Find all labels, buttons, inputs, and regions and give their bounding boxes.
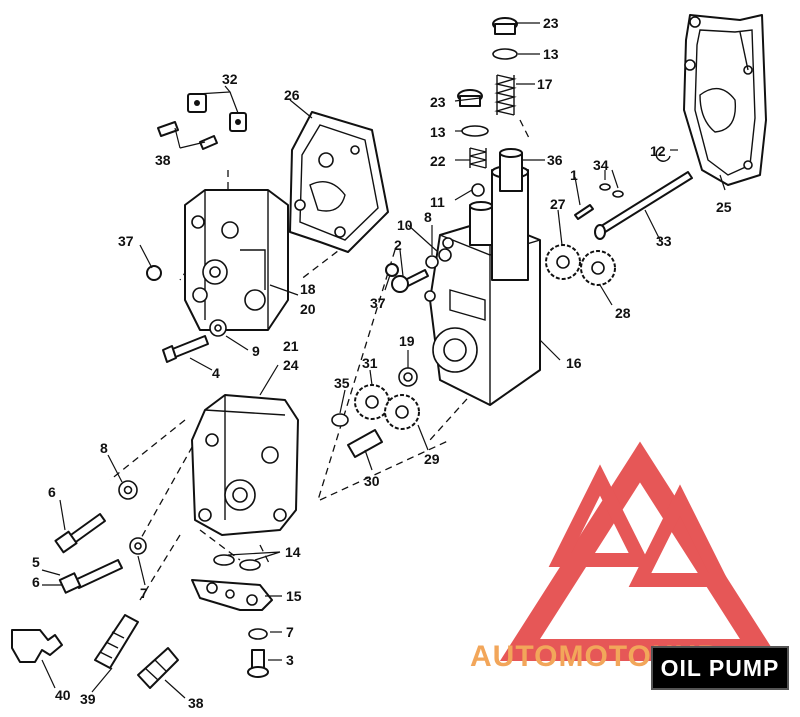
callout-1: 1 <box>570 167 578 183</box>
screw-2 <box>391 269 429 293</box>
screw-37a <box>385 263 399 277</box>
keys-34 <box>599 183 624 198</box>
callout-6b: 6 <box>32 574 40 590</box>
callout-13a: 13 <box>543 46 559 62</box>
callout-numbers: 23 13 17 23 13 22 36 12 34 1 27 25 33 11… <box>32 15 732 711</box>
callout-8b: 8 <box>100 440 108 456</box>
callout-13b: 13 <box>430 124 446 140</box>
callout-36: 36 <box>547 152 563 168</box>
callout-35: 35 <box>334 375 350 391</box>
o-rings-14 <box>213 554 261 571</box>
callout-27: 27 <box>550 196 566 212</box>
callout-22: 22 <box>430 153 446 169</box>
o-ring-13a <box>492 48 518 60</box>
o-ring-13b <box>461 125 489 137</box>
callout-34: 34 <box>593 157 609 173</box>
washer-7b <box>248 628 268 640</box>
callout-8a: 8 <box>424 209 432 225</box>
callout-40: 40 <box>55 687 71 703</box>
clip-12 <box>655 147 671 162</box>
screw-37b <box>146 265 162 281</box>
spring-17 <box>494 74 517 116</box>
key-1 <box>574 204 594 220</box>
ring-19 <box>398 367 418 387</box>
callout-19: 19 <box>399 333 415 349</box>
gasket-26 <box>289 111 389 253</box>
leader-lines <box>41 22 726 699</box>
fitting-32b <box>229 112 247 132</box>
gear-28 <box>580 250 616 286</box>
gear-29 <box>384 394 420 430</box>
washers-8-10 <box>425 248 452 269</box>
callout-39: 39 <box>80 691 96 707</box>
callout-25: 25 <box>716 199 732 215</box>
callout-2: 2 <box>394 237 402 253</box>
callout-38b: 38 <box>188 695 204 711</box>
callout-4: 4 <box>212 365 220 381</box>
callout-32: 32 <box>222 71 238 87</box>
callout-11: 11 <box>430 194 445 210</box>
callout-10: 10 <box>397 217 413 233</box>
callout-7a: 7 <box>140 585 148 601</box>
callout-26: 26 <box>284 87 300 103</box>
callout-37a: 37 <box>370 295 386 311</box>
callout-15: 15 <box>286 588 302 604</box>
callout-23a: 23 <box>543 15 559 31</box>
oil-pump-title-badge: OIL PUMP <box>651 646 789 690</box>
pump-cover-upper <box>184 189 289 331</box>
plug-23a <box>492 17 518 35</box>
ball-11 <box>471 183 485 197</box>
fitting-32a <box>187 93 207 113</box>
gear-31 <box>354 384 390 420</box>
bolt-6a <box>54 513 106 554</box>
callout-21: 21 <box>283 338 299 354</box>
callout-24: 24 <box>283 357 299 373</box>
callout-7b: 7 <box>286 624 294 640</box>
callout-9: 9 <box>252 343 260 359</box>
callout-23b: 23 <box>430 94 446 110</box>
pin-30 <box>347 429 383 458</box>
callout-18: 18 <box>300 281 316 297</box>
callout-17: 17 <box>537 76 553 92</box>
hose-fitting-39 <box>94 614 139 669</box>
callout-6a: 6 <box>48 484 56 500</box>
callout-29: 29 <box>424 451 440 467</box>
callout-33: 33 <box>656 233 672 249</box>
washer-9 <box>209 319 227 337</box>
gear-27 <box>545 244 581 280</box>
callout-37b: 37 <box>118 233 134 249</box>
callout-3: 3 <box>286 652 294 668</box>
bolt-6b <box>58 559 123 594</box>
elbow-fitting-40 <box>11 629 63 663</box>
screw-38a <box>157 121 218 150</box>
callout-20: 20 <box>300 301 316 317</box>
callout-5: 5 <box>32 554 40 570</box>
callout-14: 14 <box>285 544 301 560</box>
key-35 <box>331 413 349 427</box>
callout-28: 28 <box>615 305 631 321</box>
callout-31: 31 <box>362 355 378 371</box>
valve-36 <box>499 148 523 192</box>
callout-30: 30 <box>364 473 380 489</box>
callout-12: 12 <box>650 143 666 159</box>
shaft-33 <box>594 171 693 240</box>
pump-cover-lower <box>191 394 299 536</box>
bolt-4 <box>162 335 209 363</box>
spring-22 <box>469 147 487 169</box>
hose-fitting-38 <box>137 647 179 689</box>
gasket-25 <box>683 14 767 186</box>
flange-15 <box>191 579 273 611</box>
screw-3 <box>247 649 269 678</box>
callout-38a: 38 <box>155 152 171 168</box>
callout-16: 16 <box>566 355 582 371</box>
watermark-logo <box>499 441 781 661</box>
washer-7a <box>129 537 147 555</box>
washer-8b <box>118 480 138 500</box>
